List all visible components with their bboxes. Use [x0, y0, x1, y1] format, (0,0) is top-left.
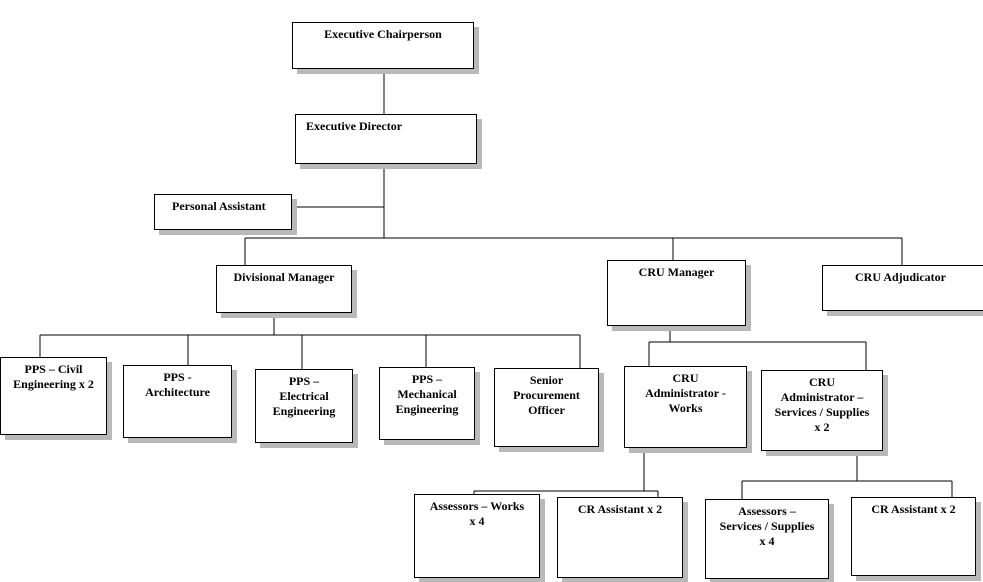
- node-cru-manager: CRU Manager: [607, 260, 746, 326]
- node-pps-mechanical: PPS – Mechanical Engineering: [379, 367, 475, 440]
- node-label: CRU Administrator - Works: [645, 371, 726, 415]
- node-label: Executive Director: [306, 119, 403, 133]
- node-label: CRU Manager: [638, 265, 715, 279]
- node-label: CRU Administrator – Services / Supplies …: [774, 375, 870, 434]
- node-pps-electrical: PPS – Electrical Engineering: [255, 369, 353, 443]
- node-cru-administrator-services: CRU Administrator – Services / Supplies …: [761, 370, 883, 451]
- node-executive-director: Executive Director: [295, 114, 477, 164]
- node-pps-architecture: PPS - Architecture: [123, 365, 232, 438]
- node-senior-procurement-officer: Senior Procurement Officer: [494, 368, 599, 447]
- node-label: CRU Adjudicator: [855, 270, 947, 284]
- node-assessors-services: Assessors – Services / Supplies x 4: [705, 499, 829, 579]
- node-label: Personal Assistant: [172, 199, 266, 213]
- node-divisional-manager: Divisional Manager: [216, 265, 352, 313]
- node-label: CR Assistant x 2: [577, 502, 663, 516]
- node-cr-assistant-works: CR Assistant x 2: [557, 497, 683, 578]
- node-cru-adjudicator: CRU Adjudicator: [822, 265, 983, 311]
- node-label: Assessors – Works x 4: [429, 499, 525, 528]
- node-assessors-works: Assessors – Works x 4: [414, 494, 540, 578]
- node-label: PPS - Architecture: [145, 370, 210, 399]
- node-label: CR Assistant x 2: [871, 502, 956, 516]
- node-label: Assessors – Services / Supplies x 4: [719, 504, 815, 548]
- node-label: Divisional Manager: [233, 270, 335, 284]
- node-personal-assistant: Personal Assistant: [154, 194, 292, 230]
- node-executive-chairperson: Executive Chairperson: [292, 22, 474, 69]
- node-cr-assistant-services: CR Assistant x 2: [851, 497, 976, 576]
- node-label: Executive Chairperson: [324, 27, 442, 41]
- node-label: PPS – Electrical Engineering: [272, 374, 336, 418]
- node-label: PPS – Civil Engineering x 2: [13, 362, 94, 391]
- node-cru-administrator-works: CRU Administrator - Works: [624, 366, 747, 448]
- node-label: Senior Procurement Officer: [513, 373, 580, 417]
- node-label: PPS – Mechanical Engineering: [395, 372, 459, 416]
- node-pps-civil: PPS – Civil Engineering x 2: [0, 357, 107, 435]
